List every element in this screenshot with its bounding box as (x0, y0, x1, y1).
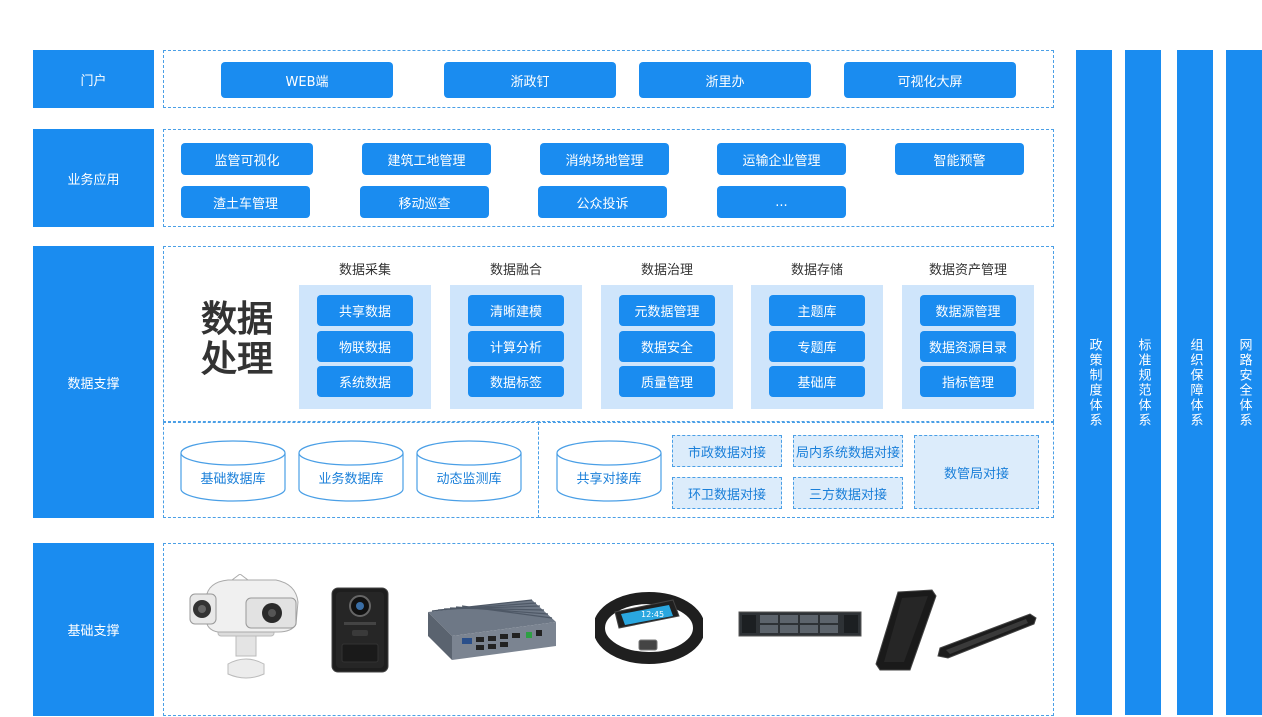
item-shared-data[interactable]: 共享数据 (317, 295, 413, 326)
database-label-monitoring: 动态监测库 (436, 471, 501, 487)
row-label-portal: 门户 (33, 50, 154, 108)
column-title-fusion: 数据融合 (489, 263, 542, 278)
item-data-source-management[interactable]: 数据源管理 (920, 295, 1016, 326)
row-label-infra: 基础支撑 (33, 543, 154, 716)
handheld-terminal-icon (875, 589, 1037, 671)
industrial-pc-icon (428, 599, 556, 660)
database-cylinder-business: 业务数据库 (298, 440, 404, 502)
item-quality-management[interactable]: 质量管理 (619, 366, 715, 397)
svg-text:12:45: 12:45 (641, 610, 664, 619)
item-data-tags[interactable]: 数据标签 (468, 366, 564, 397)
item-topic-library[interactable]: 专题库 (769, 331, 865, 362)
item-data-security[interactable]: 数据安全 (619, 331, 715, 362)
portal-button-bigscreen[interactable]: 可视化大屏 (844, 62, 1016, 98)
item-metadata-management[interactable]: 元数据管理 (619, 295, 715, 326)
row-label-data: 数据支撑 (33, 246, 154, 518)
item-system-data[interactable]: 系统数据 (317, 366, 413, 397)
item-subject-library[interactable]: 主题库 (769, 295, 865, 326)
business-button-public-complaint[interactable]: 公众投诉 (538, 186, 667, 218)
pillar-organization-system: 组织保障体系 (1177, 50, 1213, 715)
item-data-resource-catalog[interactable]: 数据资源目录 (920, 331, 1016, 362)
business-button-disposal-site[interactable]: 消纳场地管理 (540, 143, 669, 175)
item-indicator-management[interactable]: 指标管理 (920, 366, 1016, 397)
column-title-governance: 数据治理 (640, 263, 693, 278)
data-processing-title: 数据 处理 (190, 300, 284, 380)
business-button-supervision-visual[interactable]: 监管可视化 (181, 143, 313, 175)
item-base-library[interactable]: 基础库 (769, 366, 865, 397)
data-processing-title-line2: 处理 (200, 339, 273, 380)
database-cylinder-base: 基础数据库 (180, 440, 286, 502)
business-button-construction-site[interactable]: 建筑工地管理 (362, 143, 491, 175)
business-button-more[interactable]: ... (717, 186, 846, 218)
database-cylinder-monitoring: 动态监测库 (416, 440, 522, 502)
pillar-standards-system: 标准规范体系 (1125, 50, 1161, 715)
data-processing-title-line1: 数据 (200, 299, 273, 340)
column-title-asset-management: 数据资产管理 (928, 263, 1007, 278)
item-iot-data[interactable]: 物联数据 (317, 331, 413, 362)
portal-button-zhezhengding[interactable]: 浙政钉 (444, 62, 616, 98)
camera-turret-icon (189, 574, 299, 679)
smart-band-icon: 12:45 (595, 592, 703, 664)
item-compute-analysis[interactable]: 计算分析 (468, 331, 564, 362)
pillar-policy-system: 政策制度体系 (1076, 50, 1112, 715)
database-label-business: 业务数据库 (318, 471, 383, 487)
sharing-sanitation-data[interactable]: 环卫数据对接 (672, 477, 782, 509)
sharing-cylinder-label: 共享对接库 (576, 471, 641, 487)
body-camera-icon (331, 587, 389, 673)
portal-button-web[interactable]: WEB端 (221, 62, 393, 98)
sharing-data-bureau[interactable]: 数管局对接 (914, 435, 1039, 509)
row-label-business: 业务应用 (33, 129, 154, 227)
business-button-muck-truck[interactable]: 渣土车管理 (181, 186, 310, 218)
sharing-municipal-data[interactable]: 市政数据对接 (672, 435, 782, 467)
sharing-cylinder: 共享对接库 (556, 440, 662, 502)
sharing-panel (538, 422, 1054, 518)
portal-button-zheliban[interactable]: 浙里办 (639, 62, 811, 98)
column-title-storage: 数据存储 (790, 263, 843, 278)
database-label-base: 基础数据库 (200, 471, 265, 487)
business-button-smart-warning[interactable]: 智能预警 (895, 143, 1024, 175)
rack-server-icon (738, 611, 862, 637)
business-button-transport-company[interactable]: 运输企业管理 (717, 143, 846, 175)
item-modeling[interactable]: 清晰建模 (468, 295, 564, 326)
column-title-collection: 数据采集 (338, 263, 391, 278)
sharing-internal-system-data[interactable]: 局内系统数据对接 (793, 435, 903, 467)
pillar-network-security-system: 网路安全体系 (1226, 50, 1262, 715)
business-button-mobile-patrol[interactable]: 移动巡查 (360, 186, 489, 218)
sharing-third-party-data[interactable]: 三方数据对接 (793, 477, 903, 509)
